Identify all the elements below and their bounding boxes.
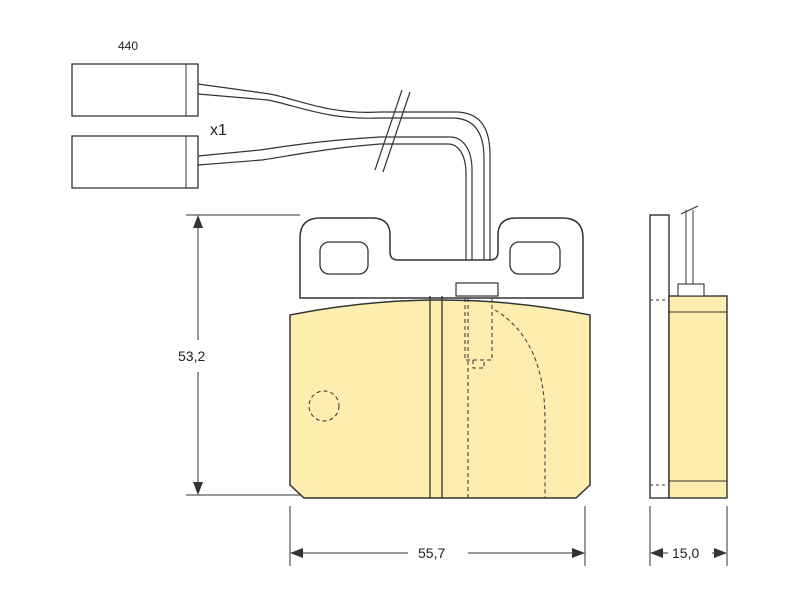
sensor-wires: [197, 83, 491, 285]
sensor-clip: [455, 282, 499, 297]
side-view: [649, 205, 728, 499]
wear-sensor-connectors: [71, 63, 199, 189]
width-dimension: [289, 506, 586, 566]
height-dimension: [186, 214, 300, 496]
mounting-hole-right: [509, 241, 561, 275]
hidden-lines: [464, 298, 546, 498]
part-number-label: 440: [118, 39, 138, 53]
mounting-hole-left: [319, 241, 369, 275]
connector-top: [71, 63, 199, 117]
connector-bottom: [71, 135, 199, 189]
thickness-value: 15,0: [672, 545, 699, 561]
thickness-dimension: [649, 506, 728, 566]
quantity-label: x1: [210, 122, 227, 139]
width-value: 55,7: [418, 545, 445, 561]
friction-pad: [289, 299, 591, 499]
hidden-hole: [308, 390, 340, 422]
height-value: 53,2: [178, 348, 205, 364]
side-friction-pad: [668, 295, 728, 499]
side-backing-plate: [649, 214, 670, 499]
backing-plate: [299, 217, 584, 299]
